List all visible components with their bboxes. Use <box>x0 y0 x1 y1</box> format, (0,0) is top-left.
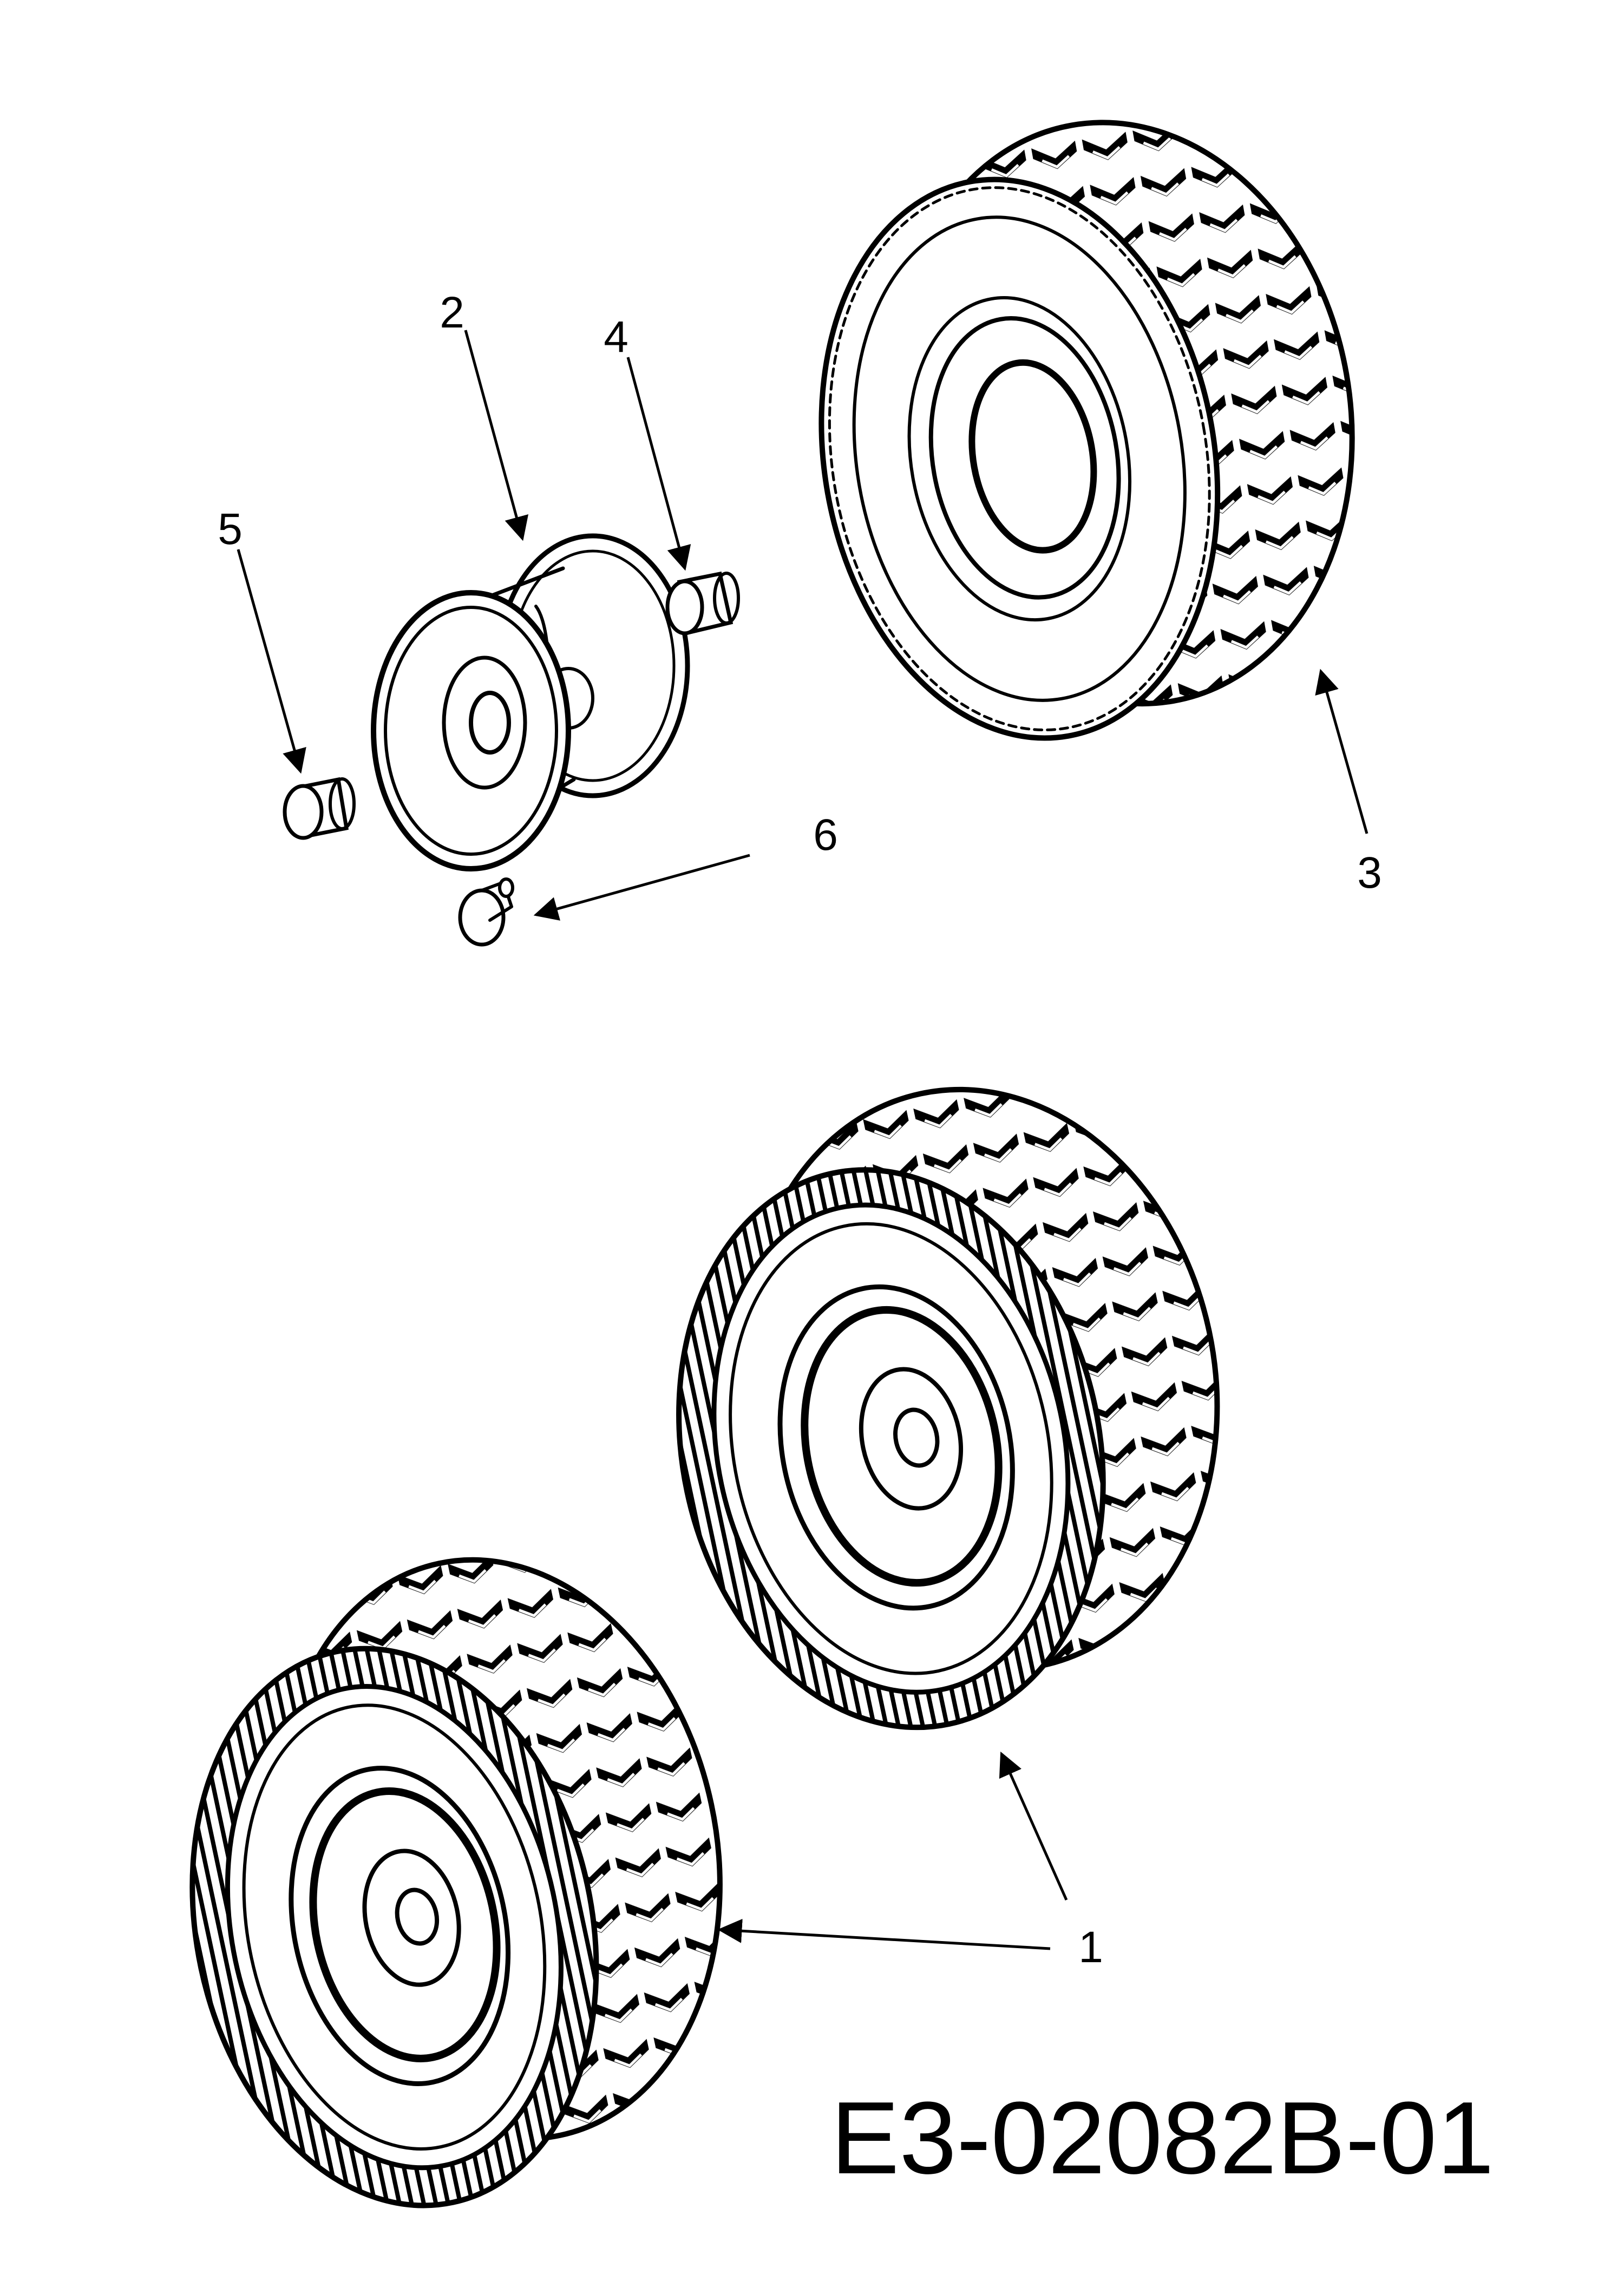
callout-label-1: 1 <box>1078 1923 1103 1972</box>
callout-label-2: 2 <box>440 288 464 337</box>
drawing-code: E3-02082B-01 <box>831 2081 1494 2195</box>
assembled-wheel-front-part-1 <box>189 1557 723 2208</box>
callout-label-4: 4 <box>604 312 628 362</box>
tyre-part-3 <box>818 120 1355 741</box>
bushing-part-5 <box>283 777 356 840</box>
leader-line-2 <box>464 330 529 541</box>
callout-label-6: 6 <box>813 810 838 860</box>
bushing-part-4 <box>665 571 740 635</box>
leader-line-5 <box>237 549 306 774</box>
assembled-wheel-back-part-1 <box>676 1086 1220 1731</box>
valve-part-6 <box>458 877 514 947</box>
callout-label-3: 3 <box>1357 848 1382 897</box>
leader-line-3 <box>1315 668 1368 834</box>
leader-line-1a <box>999 1751 1068 1901</box>
callout-label-5: 5 <box>218 504 243 554</box>
leader-lines <box>237 330 1368 1950</box>
leader-line-6 <box>533 854 750 921</box>
rim-part-2 <box>371 533 690 871</box>
leader-line-4 <box>626 357 691 571</box>
leader-line-1b <box>717 1918 1051 1950</box>
